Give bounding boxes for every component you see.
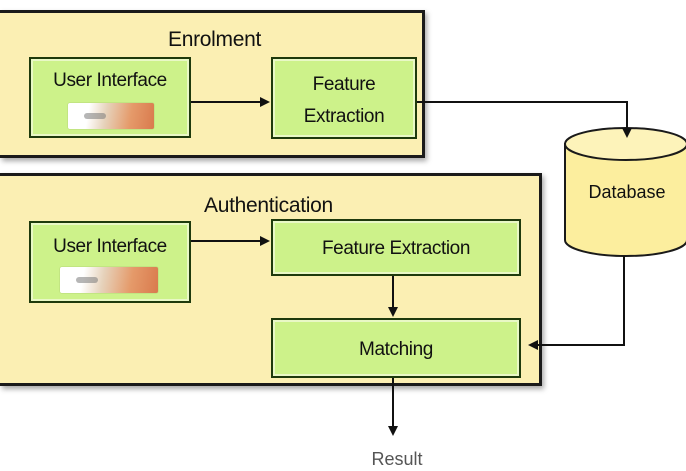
authentication-feature-extraction-label: Feature Extraction <box>321 238 471 259</box>
hand-image-icon <box>60 267 158 293</box>
database-label: Database <box>588 182 665 202</box>
hand-image-icon <box>68 103 154 129</box>
database-cylinder: Database <box>564 127 686 257</box>
matching-label: Matching <box>359 339 433 360</box>
authentication-feature-extraction-box: Feature Extraction <box>271 219 521 276</box>
arrow-database-to-matching <box>528 256 625 350</box>
result-label: Result <box>371 449 423 469</box>
authentication-user-interface-label: User Interface <box>53 236 167 257</box>
matching-box: Matching <box>271 318 521 378</box>
enrolment-feature-extraction-label-line2: Extraction <box>303 106 385 127</box>
enrolment-feature-extraction-label-line1: Feature <box>312 74 376 95</box>
arrow-feature-to-database <box>417 101 632 138</box>
authentication-title: Authentication <box>204 194 333 217</box>
enrolment-title: Enrolment <box>168 28 262 51</box>
enrolment-user-interface-label: User Interface <box>53 70 167 91</box>
enrolment-user-interface-box: User Interface <box>29 57 191 138</box>
enrolment-feature-extraction-box: Feature Extraction <box>271 57 417 139</box>
authentication-user-interface-box: User Interface <box>29 221 191 303</box>
